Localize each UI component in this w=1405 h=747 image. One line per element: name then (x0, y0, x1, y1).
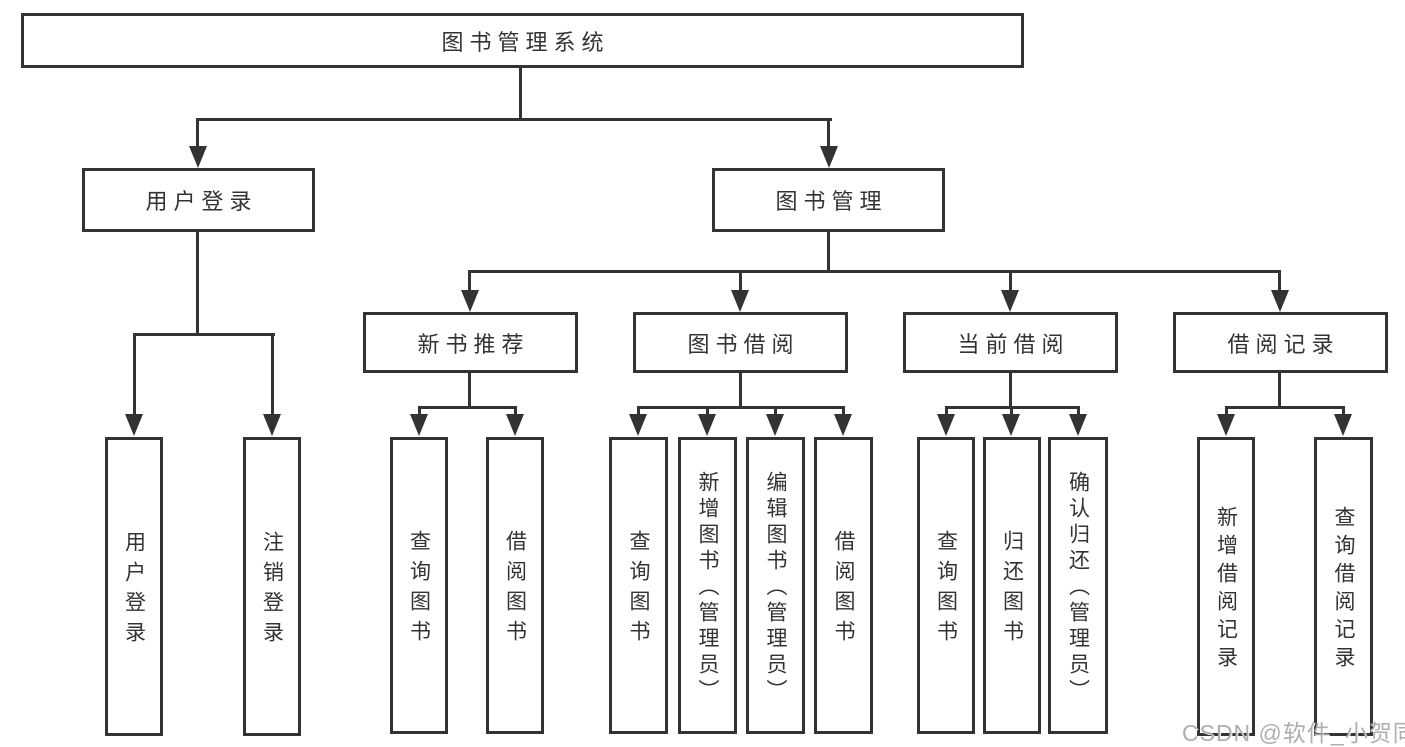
connector-current-borrow-stem (1009, 373, 1012, 409)
arrowhead-br-add (1217, 414, 1235, 436)
leaf-br-query-record: 查询借阅记录 (1314, 437, 1373, 736)
leaf-nb-borrow-books: 借阅图书 (486, 437, 544, 734)
leaf-label: 注销登录 (260, 531, 284, 651)
connector-drop (514, 406, 517, 416)
connector-drop-user-login (196, 118, 199, 148)
node-label: 新书推荐 (417, 331, 530, 357)
leaf-br-add-record: 新增借阅记录 (1197, 437, 1255, 736)
arrowhead-bb-query (629, 414, 647, 436)
leaf-cb-return-books: 归还图书 (983, 437, 1041, 734)
arrowhead-book-borrow (731, 290, 749, 312)
connector-drop (1225, 406, 1228, 416)
connector-user-login-bar (133, 333, 275, 336)
csdn-watermark: CSDN @软件_小贺同学 (1182, 720, 1405, 746)
arrowhead-book-mgmt (820, 146, 838, 168)
leaf-label: 确认归还（管理员） (1066, 471, 1090, 705)
leaf-bb-add-books-admin: 新增图书（管理员） (678, 437, 737, 734)
connector-user-login-stem (196, 232, 199, 336)
connector-drop (418, 406, 421, 416)
leaf-logout: 注销登录 (243, 437, 301, 736)
node-user-login: 用户登录 (82, 168, 315, 232)
connector-book-borrow-bar (637, 406, 845, 409)
arrowhead-cb-return (1002, 414, 1020, 436)
leaf-label: 借阅图书 (832, 530, 855, 650)
arrowhead-bb-add (698, 414, 716, 436)
leaf-label: 新增图书（管理员） (696, 471, 719, 705)
node-new-book-recommendation: 新书推荐 (363, 312, 578, 373)
connector-drop (1077, 406, 1080, 416)
leaf-bb-borrow-books: 借阅图书 (814, 437, 873, 734)
arrowhead-bb-borrow (834, 414, 852, 436)
connector-new-books-bar (418, 406, 517, 409)
node-current-borrowing: 当前借阅 (903, 312, 1118, 373)
connector-root-stem (519, 68, 522, 121)
leaf-label: 用户登录 (122, 531, 146, 651)
connector-level2-bar (196, 118, 832, 121)
arrowhead-cb-confirm (1069, 414, 1087, 436)
connector-borrow-records-stem (1278, 373, 1281, 409)
node-label: 借阅记录 (1227, 331, 1340, 357)
arrowhead-br-query (1334, 414, 1352, 436)
connector-drop (1342, 406, 1345, 416)
node-label: 图书借阅 (687, 331, 800, 357)
arrowhead-nb-borrow (506, 414, 524, 436)
connector-drop-book-borrow (739, 270, 742, 292)
leaf-bb-edit-books-admin: 编辑图书（管理员） (746, 437, 805, 734)
leaf-cb-confirm-return-admin: 确认归还（管理员） (1048, 437, 1108, 734)
connector-drop-current-borrow (1009, 270, 1012, 292)
connector-drop (1010, 406, 1013, 416)
leaf-label: 查询图书 (627, 530, 650, 650)
node-library-management-system: 图书管理系统 (21, 13, 1024, 68)
leaf-label: 编辑图书（管理员） (764, 471, 787, 705)
arrowhead-nb-query (410, 414, 428, 436)
connector-drop-leaf-logout (271, 333, 274, 415)
connector-drop (842, 406, 845, 416)
leaf-label: 查询图书 (407, 530, 431, 650)
connector-drop (637, 406, 640, 416)
leaf-label: 归还图书 (1000, 530, 1024, 650)
arrowhead-borrow-records (1271, 290, 1289, 312)
connector-drop (706, 406, 709, 416)
leaf-bb-query-books: 查询图书 (609, 437, 668, 734)
connector-drop (774, 406, 777, 416)
node-label: 用户登录 (145, 189, 258, 214)
leaf-user-login: 用户登录 (105, 437, 163, 736)
arrowhead-cb-query (937, 414, 955, 436)
node-borrowing-records: 借阅记录 (1173, 312, 1388, 373)
connector-book-mgmt-stem (827, 232, 830, 272)
node-book-borrowing: 图书借阅 (633, 312, 848, 373)
leaf-cb-query-books: 查询图书 (917, 437, 975, 734)
node-label: 图书管理 (775, 189, 888, 214)
node-label: 当前借阅 (957, 331, 1070, 357)
arrowhead-new-books (461, 290, 479, 312)
arrowhead-leaf-logout (263, 414, 281, 436)
connector-drop-borrow-records (1278, 270, 1281, 292)
leaf-label: 新增借阅记录 (1214, 506, 1238, 674)
connector-level3-bar (468, 270, 1281, 273)
arrowhead-current-borrow (1001, 290, 1019, 312)
leaf-label: 借阅图书 (503, 530, 527, 650)
leaf-label: 查询借阅记录 (1332, 506, 1355, 674)
arrowhead-bb-edit (766, 414, 784, 436)
connector-drop-leaf-login (133, 333, 136, 415)
connector-drop-new-books (468, 270, 471, 292)
leaf-label: 查询图书 (934, 530, 958, 650)
arrowhead-leaf-login (125, 414, 143, 436)
connector-borrow-records-bar (1225, 406, 1345, 409)
connector-book-borrow-stem (739, 373, 742, 409)
node-book-management: 图书管理 (712, 168, 945, 232)
leaf-nb-query-books: 查询图书 (390, 437, 448, 734)
arrowhead-user-login (189, 146, 207, 168)
connector-drop (945, 406, 948, 416)
connector-new-books-stem (468, 373, 471, 409)
node-label: 图书管理系统 (441, 29, 610, 55)
connector-drop-book-mgmt (827, 118, 830, 148)
